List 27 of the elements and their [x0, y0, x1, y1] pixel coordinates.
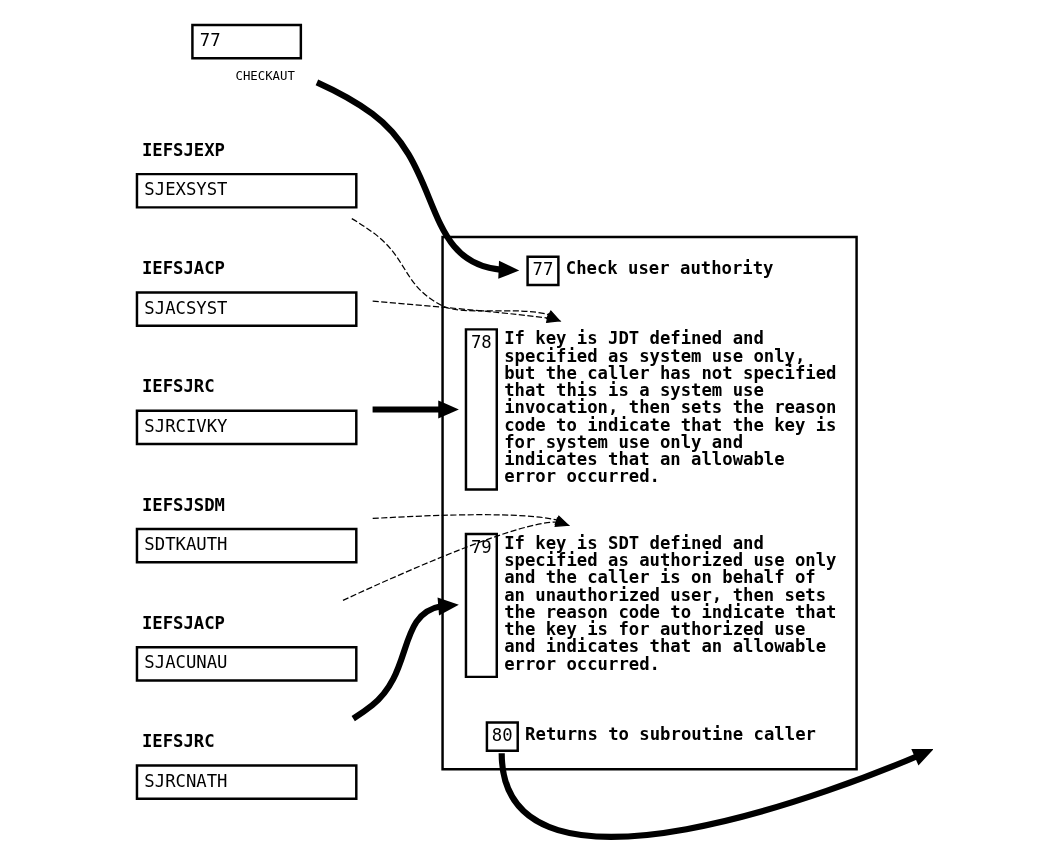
node-label: IEFSJSDM — [141, 494, 225, 515]
cluster — [440, 235, 858, 770]
node-box: SDTKAUTH — [135, 527, 358, 563]
node-box: SJEXSYST — [135, 172, 358, 209]
node-box: 77 — [525, 254, 560, 286]
node-label: IEFSJACP — [141, 257, 225, 278]
node-label: CHECKAUT — [235, 68, 295, 83]
node-label: IEFSJRC — [141, 730, 215, 751]
node-box: 77 — [190, 23, 302, 59]
node-box: SJRCIVKY — [135, 408, 358, 445]
arrow — [351, 596, 459, 721]
node-label: Returns to subroutine caller — [524, 723, 816, 744]
node-box: SJACSYST — [135, 290, 358, 327]
node-box: 78 — [464, 327, 498, 491]
node-box: 79 — [464, 532, 498, 678]
node-label: If key is SDT defined and specified as authorized use only and the caller is on behalf of an unauthorized user, then sets the reason code to indicate that the key is for authorized use and indicates that an allowable error occurred. — [503, 532, 837, 674]
node-box: 80 — [485, 720, 519, 752]
node-label: IEFSJRC — [141, 375, 215, 396]
arrow — [372, 399, 459, 418]
node-label: IEFSJEXP — [141, 139, 225, 160]
node-label: IEFSJACP — [141, 612, 225, 633]
node-box: SJACUNAU — [135, 645, 358, 682]
node-label: Check user authority — [565, 257, 773, 278]
arrow — [315, 79, 519, 279]
node-label: If key is JDT defined and specified as system use only, but the caller has not specified that this is a system use invocation, then sets the reason code to indicate that the key is for system use only and indicates that an allowable error occurred. — [503, 327, 837, 486]
node-box: SJRCNATH — [135, 763, 358, 800]
arrow — [498, 748, 933, 839]
